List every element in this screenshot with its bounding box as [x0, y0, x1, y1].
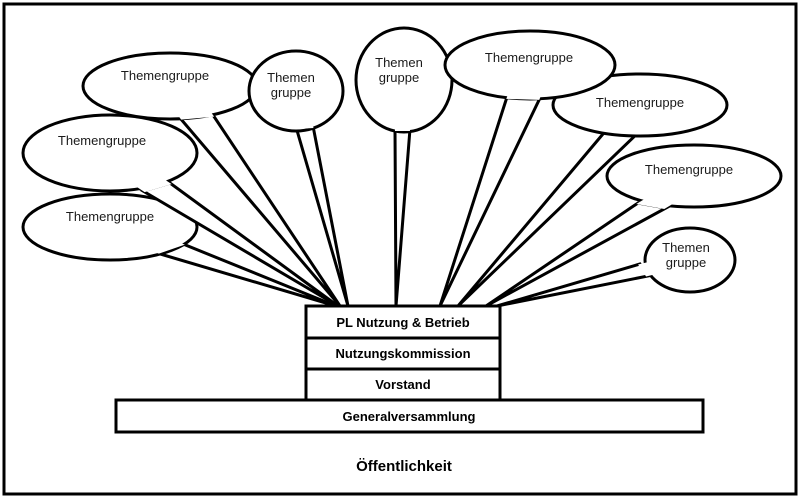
bubble-ellipse: [643, 226, 737, 294]
bubble-label: Themengruppe: [66, 209, 154, 224]
bubble-tail-join: [638, 262, 656, 277]
bubble-tail-join: [606, 122, 646, 133]
stack-label-pl: PL Nutzung & Betrieb: [336, 315, 469, 330]
bubble-ellipse: [81, 51, 259, 121]
bubble-tg-top-right: Themengruppe: [438, 29, 617, 307]
bubble-label: Themengruppe: [596, 95, 684, 110]
bubble-ellipse: [21, 113, 199, 193]
bubble-tail-join: [294, 118, 314, 129]
bubble-ellipse: [605, 143, 783, 209]
bubble-ellipse: [551, 72, 729, 138]
bubble-label: gruppe: [271, 85, 311, 100]
bubble-tail-join: [506, 89, 543, 100]
stack-box-nutzungskommission: Nutzungskommission: [304, 336, 502, 371]
bubble-label: Themen: [662, 240, 710, 255]
stack-box-vorstand: Vorstand: [304, 367, 502, 402]
bubble-ellipse: [443, 29, 617, 101]
base-label: Generalversammlung: [343, 409, 476, 424]
bubble-tail-join: [636, 198, 673, 210]
bubble-label: Themengruppe: [121, 68, 209, 83]
bubble-ellipse: [21, 192, 199, 262]
bubble-tg-bottom-left: Themengruppe: [21, 192, 337, 308]
stack-box-pl: PL Nutzung & Betrieb: [304, 304, 502, 340]
bubble-tg-center: Themengruppe: [354, 26, 454, 307]
bubble-label: Themen: [267, 70, 315, 85]
bubble-tail-join: [136, 178, 172, 193]
bubble-tg-small-left: Themengruppe: [247, 49, 350, 307]
bubble-tg-top-left: Themengruppe: [81, 51, 342, 307]
bubble-label: Themen: [375, 55, 423, 70]
base-box-generalversammlung: Generalversammlung: [114, 398, 705, 434]
bubble-tail-join: [394, 121, 411, 131]
bubble-label: gruppe: [666, 255, 706, 270]
bubble-tg-bottom-right: Themengruppe: [496, 226, 737, 308]
bubble-tg-mid-left: Themengruppe: [21, 113, 339, 308]
bubble-tg-right-lower: Themengruppe: [485, 143, 783, 308]
bubble-label: Themengruppe: [485, 50, 573, 65]
footer-label: Öffentlichkeit: [356, 458, 452, 475]
bubble-tail-join: [175, 108, 215, 120]
bubble-label: Themengruppe: [645, 162, 733, 177]
bubble-tg-right: Themengruppe: [456, 72, 729, 308]
bubble-tail-join: [149, 241, 185, 254]
bubble-ellipse: [247, 49, 345, 133]
stack-label-vorstand: Vorstand: [375, 377, 430, 392]
bubble-label: Themengruppe: [58, 133, 146, 148]
bubble-label: gruppe: [379, 70, 419, 85]
stack-label-nutzungskommission: Nutzungskommission: [335, 346, 470, 361]
